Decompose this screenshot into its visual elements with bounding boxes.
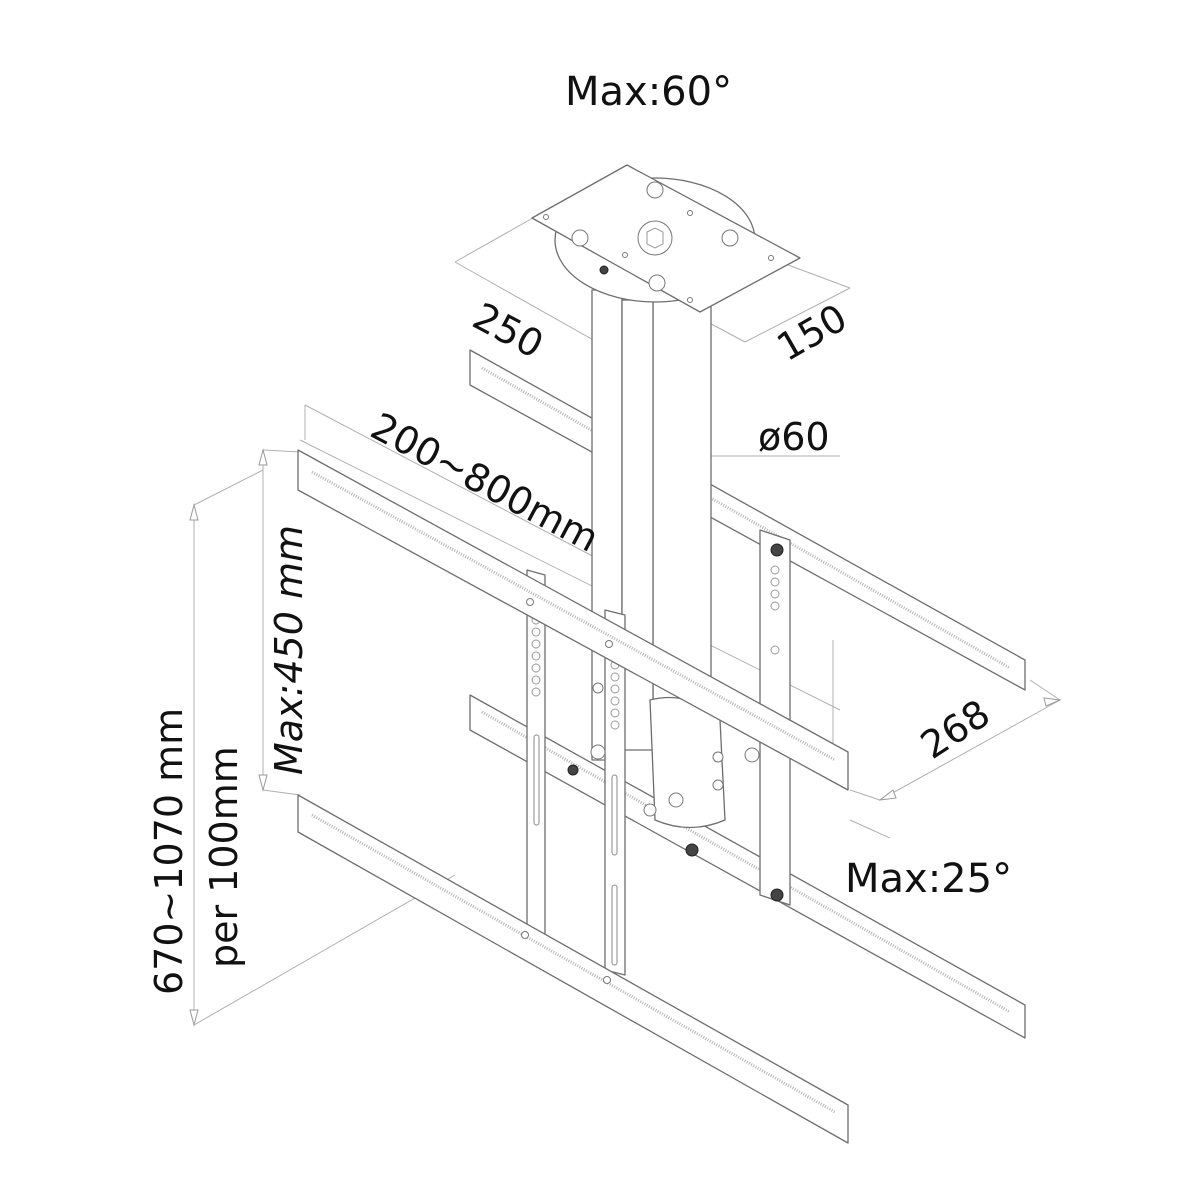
tilt-bottom-label: Max:25° (845, 856, 1012, 902)
ceiling-plate (531, 164, 801, 313)
front-upper-rail (297, 449, 849, 791)
plate-depth-label: 150 (770, 295, 855, 369)
front-lower-rail (297, 794, 849, 1144)
pole-diameter-label: ø60 (758, 415, 830, 459)
tilt-top-label: Max:60° (565, 69, 732, 115)
rail-depth-label: 268 (913, 691, 998, 767)
pole-step-label: per 100mm (202, 746, 246, 968)
rail-height-label: Max:450 mm (267, 525, 311, 775)
pole-length-label: 670~1070 mm (147, 708, 191, 995)
dimension-lines (189, 213, 1062, 1027)
